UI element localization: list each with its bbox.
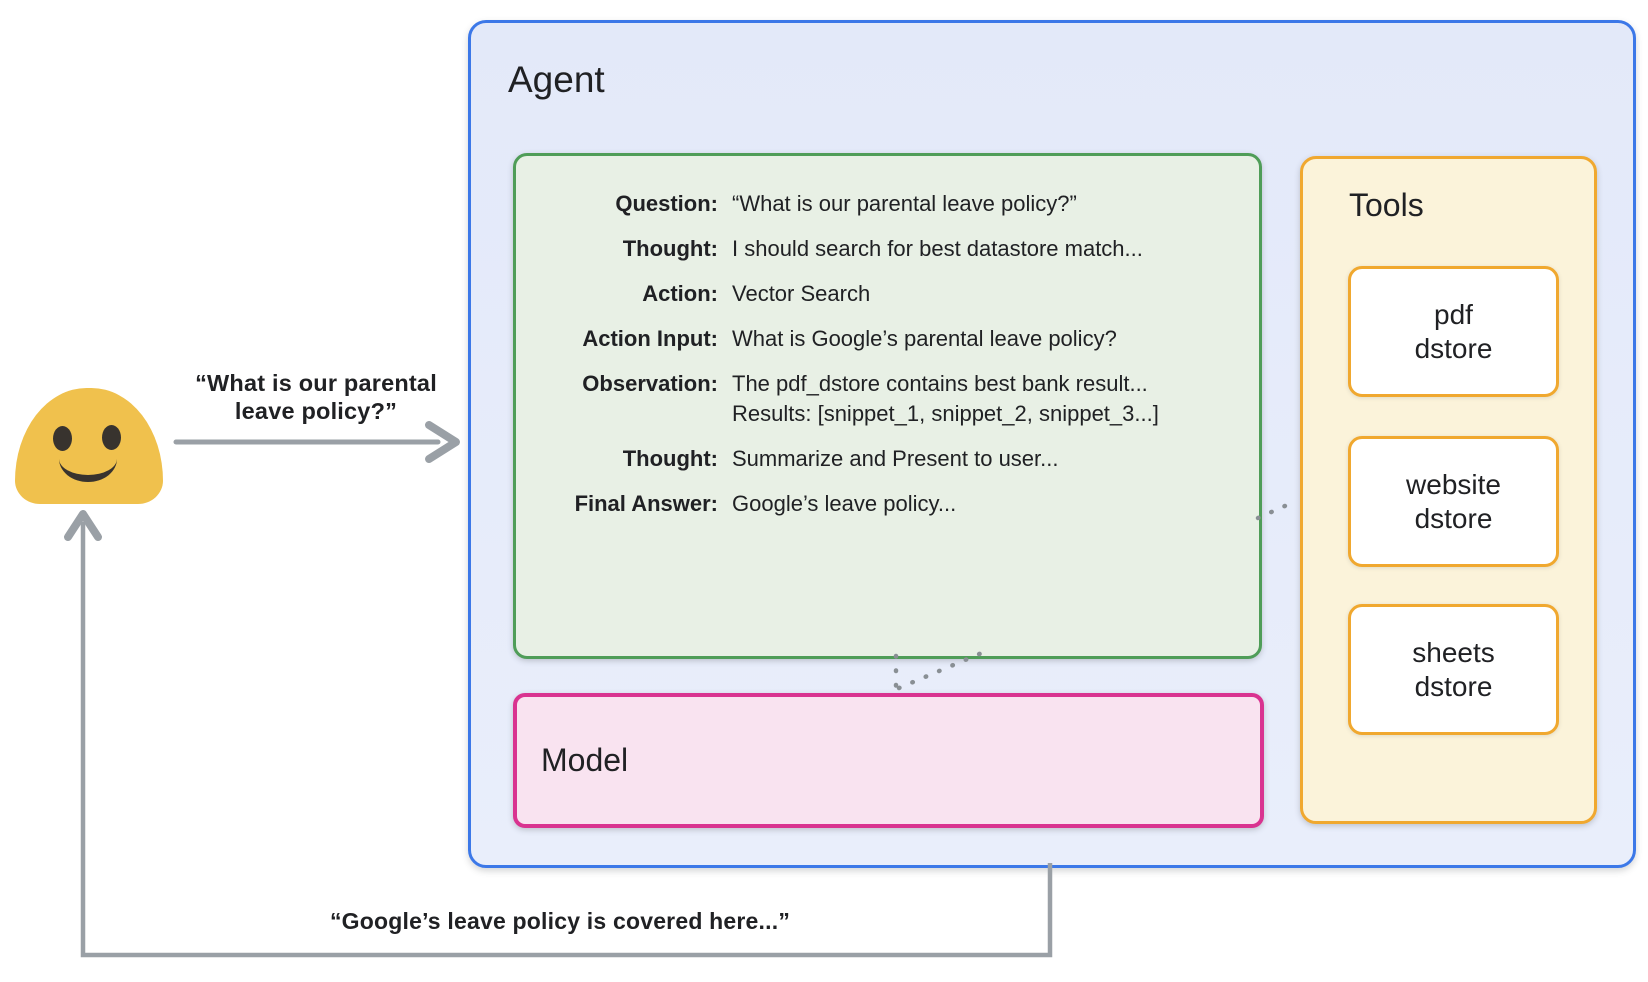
tool-item-label-line1: website	[1406, 468, 1501, 500]
tool-item-pdf-dstore: pdf dstore	[1348, 266, 1559, 397]
trace-row-value: Vector Search	[732, 281, 871, 306]
trace-row-label: Thought:	[622, 236, 718, 261]
tools-title: Tools	[1349, 187, 1424, 223]
trace-row-final-answer: Final Answer: Google’s leave policy...	[542, 489, 1247, 519]
agent-title: Agent	[508, 59, 605, 100]
agent-response-arrowhead	[64, 510, 102, 541]
trace-row-value: The pdf_dstore contains best bank result…	[718, 369, 1159, 429]
trace-row-value: Google’s leave policy...	[732, 491, 957, 516]
trace-row-action: Action: Vector Search	[542, 279, 1247, 309]
trace-row-label: Action Input:	[582, 326, 718, 351]
user-query-label-line1: “What is our parental	[195, 370, 437, 396]
trace-row-value: I should search for best datastore match…	[732, 236, 1143, 261]
agent-container: Agent Question: “What is our parental le…	[468, 20, 1636, 868]
trace-row-label: Thought:	[622, 446, 718, 471]
reasoning-trace-box: Question: “What is our parental leave po…	[513, 153, 1262, 659]
tool-item-label-line1: pdf	[1434, 298, 1473, 330]
trace-row-label: Question:	[615, 191, 718, 216]
trace-row-value: Summarize and Present to user...	[732, 446, 1059, 471]
emoji-smile-mouth	[59, 452, 117, 482]
agent-response-label: “Google’s leave policy is covered here..…	[329, 908, 791, 934]
reasoning-trace-rows: Question: “What is our parental leave po…	[542, 189, 1247, 534]
tool-item-website-dstore: website dstore	[1348, 436, 1559, 567]
trace-row-value: “What is our parental leave policy?”	[732, 191, 1077, 216]
trace-row-thought-2: Thought: Summarize and Present to user..…	[542, 444, 1247, 474]
user-query-label: “What is our parental leave policy?”	[161, 369, 471, 425]
model-title: Model	[541, 742, 629, 778]
model-box: Model	[513, 693, 1264, 828]
trace-row-value-line1: The pdf_dstore contains best bank result…	[732, 371, 1148, 396]
trace-row-value-line2: Results: [snippet_1, snippet_2, snippet_…	[732, 401, 1159, 426]
trace-row-thought-1: Thought: I should search for best datast…	[542, 234, 1247, 264]
trace-row-action-input: Action Input: What is Google’s parental …	[542, 324, 1247, 354]
user-blob-emoji-icon	[15, 388, 163, 504]
emoji-right-eye	[102, 425, 121, 450]
emoji-left-eye	[53, 426, 72, 451]
trace-row-value: What is Google’s parental leave policy?	[732, 326, 1117, 351]
user-query-arrowhead	[425, 421, 460, 463]
tool-item-label-line1: sheets	[1412, 636, 1495, 668]
trace-row-label: Observation:	[582, 371, 718, 396]
tool-item-label-line2: dstore	[1414, 332, 1493, 364]
tool-item-label-line2: dstore	[1414, 670, 1493, 702]
tool-item-label-line2: dstore	[1414, 502, 1493, 534]
trace-row-observation: Observation: The pdf_dstore contains bes…	[542, 369, 1247, 429]
user-query-label-line2: leave policy?”	[234, 398, 398, 424]
trace-row-label: Final Answer:	[574, 491, 718, 516]
trace-row-label: Action:	[642, 281, 718, 306]
tools-box: Tools pdf dstore website dstore sheets d…	[1300, 156, 1597, 824]
emoji-body	[15, 388, 163, 504]
tool-item-sheets-dstore: sheets dstore	[1348, 604, 1559, 735]
trace-row-question: Question: “What is our parental leave po…	[542, 189, 1247, 219]
